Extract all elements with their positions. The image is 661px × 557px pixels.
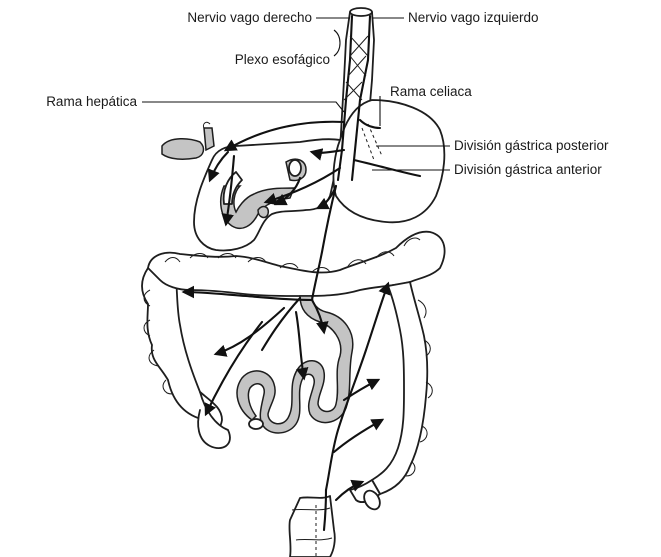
large-intestine: [142, 232, 445, 512]
label-hepatic-branch: Rama hepática: [46, 94, 137, 109]
small-intestine: [237, 296, 353, 433]
rectum: [289, 496, 334, 557]
label-celiac-branch: Rama celiaca: [390, 84, 472, 99]
label-esophageal-plexus: Plexo esofágico: [235, 52, 330, 67]
label-right-vagus: Nervio vago derecho: [187, 10, 312, 25]
label-posterior-gastric: División gástrica posterior: [454, 138, 609, 153]
label-anterior-gastric: División gástrica anterior: [454, 162, 602, 177]
label-left-vagus: Nervio vago izquierdo: [408, 10, 539, 25]
gallbladder: [162, 122, 214, 159]
